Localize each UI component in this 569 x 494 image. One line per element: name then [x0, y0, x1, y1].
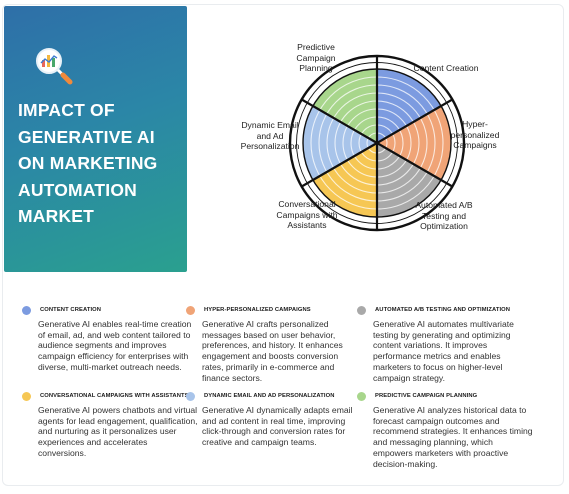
- item-color-dot: [357, 306, 366, 315]
- title-banner: IMPACT OF GENERATIVE AI ON MARKETING AUT…: [4, 6, 187, 272]
- item-color-dot: [186, 392, 195, 401]
- item-title: PREDICTIVE CAMPAIGN PLANNING: [375, 393, 478, 399]
- item-body: Generative AI powers chatbots and virtua…: [38, 405, 198, 458]
- item-title: DYNAMIC EMAIL AND AD PERSONALIZATION: [204, 393, 335, 399]
- label-dynamic-email-ad: Dynamic Email and Ad Personalization: [240, 120, 300, 151]
- banner-title: IMPACT OF GENERATIVE AI ON MARKETING AUT…: [18, 100, 158, 226]
- item-body: Generative AI automates multivariate tes…: [373, 319, 514, 383]
- analytics-magnifier-icon: [36, 48, 73, 85]
- item-body: Generative AI dynamically adapts email a…: [202, 405, 353, 448]
- wheel-spoke: [376, 142, 453, 188]
- wheel-spoke: [301, 142, 378, 188]
- item-body: Generative AI crafts personalized messag…: [202, 319, 343, 383]
- item-color-dot: [186, 306, 195, 315]
- item-body: Generative AI analyzes historical data t…: [373, 405, 533, 469]
- item-title: CONVERSATIONAL CAMPAIGNS WITH ASSISTANTS: [40, 393, 189, 399]
- impact-wheel: [288, 54, 466, 232]
- wheel-spoke: [376, 98, 453, 144]
- item-color-dot: [22, 306, 31, 315]
- item-color-dot: [357, 392, 366, 401]
- item-title: AUTOMATED A/B TESTING AND OPTIMIZATION: [375, 307, 511, 313]
- item-body: Generative AI enables real-time creation…: [38, 319, 192, 372]
- label-conversational-campaigns: Conversational Campaigns with Assistants: [276, 199, 338, 230]
- item-title: CONTENT CREATION: [40, 307, 102, 313]
- label-hyper-personalized-campaigns: Hyper-personalized Campaigns: [450, 119, 500, 150]
- item-title: HYPER-PERSONALIZED CAMPAIGNS: [204, 307, 311, 313]
- impact-wheel-diagram: Predictive Campaign Planning Content Cre…: [190, 30, 565, 245]
- label-predictive-campaign-planning: Predictive Campaign Planning: [296, 42, 336, 73]
- label-automated-ab-testing: Automated A/B Testing and Optimization: [415, 200, 473, 231]
- label-content-creation: Content Creation: [413, 63, 479, 73]
- item-color-dot: [22, 392, 31, 401]
- wheel-spoke: [301, 98, 378, 144]
